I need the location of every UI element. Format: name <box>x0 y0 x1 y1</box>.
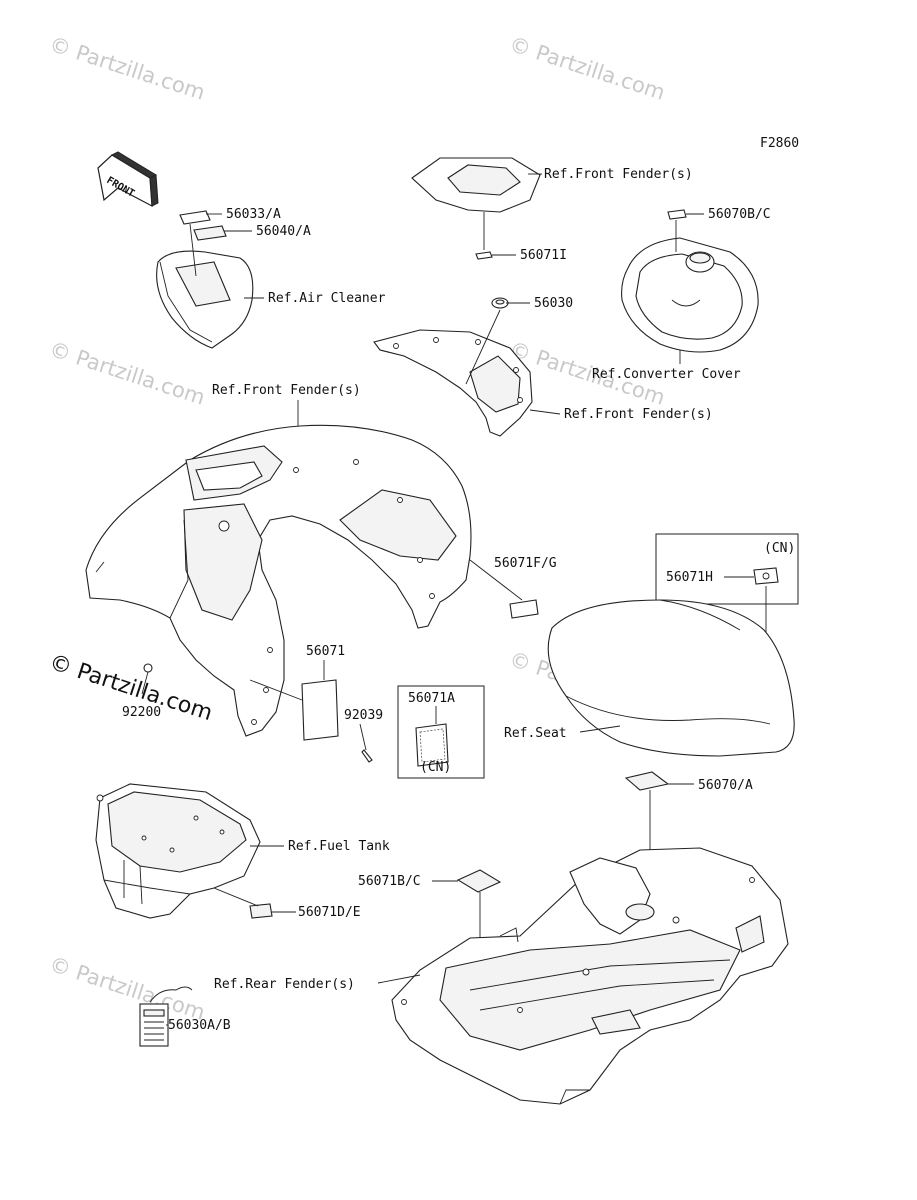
decal-56070a <box>624 771 670 791</box>
decal-56071i <box>475 251 493 260</box>
label-ref-front-fender-1: Ref.Front Fender(s) <box>544 167 693 182</box>
label-56071: 56071 <box>306 644 345 659</box>
front-fender-small-part <box>411 157 541 213</box>
label-ref-fuel-tank: Ref.Fuel Tank <box>288 839 390 854</box>
label-56070bc: 56070B/C <box>708 207 771 222</box>
decal-56033a <box>179 210 211 225</box>
label-ref-seat: Ref.Seat <box>504 726 567 741</box>
label-ref-converter-cover: Ref.Converter Cover <box>592 367 741 382</box>
clip-92039 <box>361 749 373 763</box>
cn-box-56071h <box>655 533 799 605</box>
converter-cover-part <box>621 209 759 353</box>
air-cleaner-part <box>156 210 254 349</box>
fuel-tank-part <box>95 783 261 919</box>
label-56070a: 56070/A <box>698 778 753 793</box>
label-92039: 92039 <box>344 708 383 723</box>
seat-part <box>547 599 795 757</box>
grommet-92200 <box>143 663 153 673</box>
label-56030ab: 56030A/B <box>168 1018 231 1033</box>
decal-56040a <box>193 225 227 241</box>
decal-56071a <box>415 723 449 767</box>
label-56071fg: 56071F/G <box>494 556 557 571</box>
rear-fender-part <box>391 847 789 1105</box>
label-56071bc: 56071B/C <box>358 874 421 889</box>
label-56071i: 56071I <box>520 248 567 263</box>
front-fender-main-part <box>85 424 472 737</box>
label-56071de: 56071D/E <box>298 905 361 920</box>
watermark: © Partzilla.com <box>46 337 208 410</box>
decal-56070bc <box>667 209 687 220</box>
watermark: © Partzilla.com <box>46 952 208 1025</box>
front-arrow-icon: FRONT <box>97 151 159 208</box>
label-cn-2: (CN) <box>420 760 451 775</box>
decal-56071 <box>301 679 339 741</box>
label-56071h: 56071H <box>666 570 713 585</box>
diagram-code: F2860 <box>760 136 799 151</box>
decal-56071bc <box>456 869 502 893</box>
watermark: © Partzilla.com <box>506 32 668 105</box>
label-56071a: 56071A <box>408 691 455 706</box>
label-56030: 56030 <box>534 296 573 311</box>
watermark: © Partzilla.com <box>46 32 208 105</box>
label-56040a: 56040/A <box>256 224 311 239</box>
inner-front-fender-part <box>373 297 533 437</box>
label-ref-air-cleaner: Ref.Air Cleaner <box>268 291 386 306</box>
cn-box-56071a <box>397 685 485 779</box>
tag-56030ab-part <box>139 986 193 1047</box>
label-cn-1: (CN) <box>764 541 795 556</box>
label-92200: 92200 <box>122 705 161 720</box>
label-ref-front-fender-2: Ref.Front Fender(s) <box>212 383 361 398</box>
decal-56071fg <box>509 599 539 619</box>
label-ref-rear-fender: Ref.Rear Fender(s) <box>214 977 355 992</box>
label-ref-front-fender-3: Ref.Front Fender(s) <box>564 407 713 422</box>
decal-56071de <box>249 903 273 919</box>
label-56033a: 56033/A <box>226 207 281 222</box>
